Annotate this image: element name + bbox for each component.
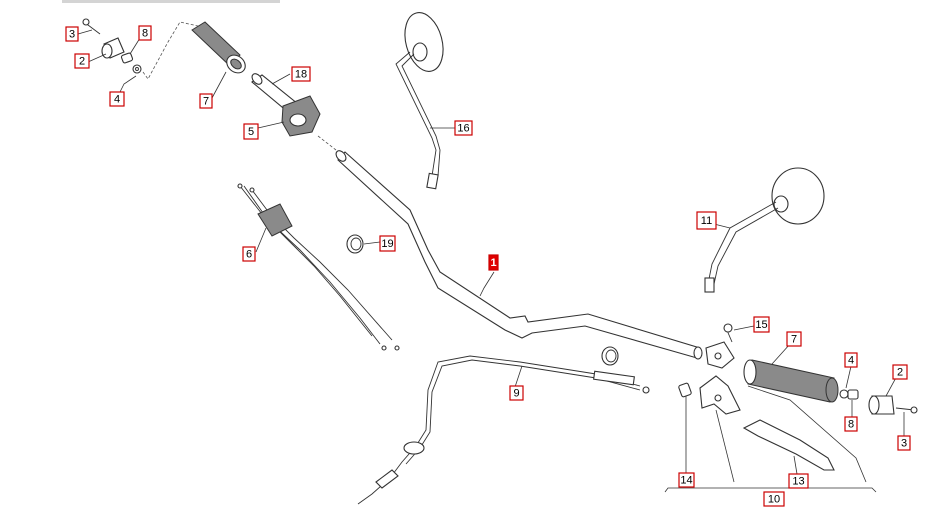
- throttle-housing[interactable]: [281, 95, 321, 137]
- callout-box[interactable]: [242, 246, 256, 262]
- callout-box[interactable]: [199, 93, 213, 109]
- assembly-bracket-10: [664, 487, 877, 493]
- cable-clamp-right[interactable]: [601, 346, 619, 366]
- callout-p4-left[interactable]: 4: [109, 91, 125, 107]
- callout-p19[interactable]: 19: [379, 235, 396, 252]
- callout-p18[interactable]: 18: [291, 66, 311, 82]
- left-bar-end-weight[interactable]: [101, 37, 125, 59]
- clutch-cable[interactable]: [357, 355, 650, 505]
- callout-box[interactable]: [138, 25, 152, 41]
- callout-box[interactable]: [763, 491, 785, 507]
- callout-p5[interactable]: 5: [243, 123, 259, 140]
- callout-p2-right[interactable]: 2: [892, 364, 908, 380]
- right-bar-end-bolt[interactable]: [895, 406, 918, 414]
- right-bar-end-spacer[interactable]: [847, 389, 859, 400]
- callout-p14[interactable]: 14: [678, 472, 695, 488]
- left-assembly-dashline: [142, 21, 199, 80]
- callout-box[interactable]: [65, 26, 79, 42]
- callout-p8-right[interactable]: 8: [844, 416, 858, 432]
- right-mirror[interactable]: [704, 167, 825, 293]
- callout-box[interactable]: [379, 235, 396, 252]
- right-bar-end-weight[interactable]: [868, 395, 895, 415]
- callout-p4-right[interactable]: 4: [844, 352, 858, 368]
- right-bar-end-washer[interactable]: [839, 389, 849, 399]
- left-grip[interactable]: [191, 21, 249, 77]
- clutch-lever-housing[interactable]: [699, 375, 741, 415]
- callout-p3-left[interactable]: 3: [65, 26, 79, 42]
- callout-p6[interactable]: 6: [242, 246, 256, 262]
- callout-box[interactable]: [788, 473, 809, 489]
- callout-p9[interactable]: 9: [509, 385, 524, 401]
- callout-p1[interactable]: 1: [488, 254, 499, 271]
- throttle-dashline: [317, 135, 337, 151]
- callout-p3-right[interactable]: 3: [897, 435, 911, 451]
- callout-p15[interactable]: 15: [753, 316, 770, 333]
- callout-p2-left[interactable]: 2: [74, 53, 90, 69]
- callout-box[interactable]: [488, 254, 499, 271]
- right-grip[interactable]: [743, 359, 839, 403]
- clutch-bolt-15[interactable]: [723, 323, 733, 343]
- callout-box[interactable]: [74, 53, 90, 69]
- callout-p11[interactable]: 11: [696, 211, 717, 230]
- callout-box[interactable]: [844, 352, 858, 368]
- clutch-adjuster-14[interactable]: [678, 382, 692, 398]
- callout-box[interactable]: [696, 211, 717, 230]
- left-mirror[interactable]: [395, 8, 449, 190]
- callout-p16[interactable]: 16: [454, 120, 473, 136]
- callout-box[interactable]: [454, 120, 473, 136]
- left-bar-end-washer[interactable]: [132, 64, 142, 74]
- left-bar-end-spacer[interactable]: [120, 52, 134, 64]
- callout-p7-left[interactable]: 7: [199, 93, 213, 109]
- callout-box[interactable]: [243, 123, 259, 140]
- callout-box[interactable]: [892, 364, 908, 380]
- callout-box[interactable]: [844, 416, 858, 432]
- left-bar-end-bolt[interactable]: [82, 18, 101, 35]
- handlebar[interactable]: [334, 149, 703, 360]
- callout-p10[interactable]: 10: [763, 491, 785, 507]
- callout-box[interactable]: [786, 331, 802, 347]
- callout-p8-left[interactable]: 8: [138, 25, 152, 41]
- callout-box[interactable]: [753, 316, 770, 333]
- callout-p13[interactable]: 13: [788, 473, 809, 489]
- leader-lines: [77, 29, 905, 483]
- cable-clamp-19[interactable]: [346, 234, 364, 254]
- callout-box[interactable]: [509, 385, 524, 401]
- callout-box[interactable]: [109, 91, 125, 107]
- callout-p7-right[interactable]: 7: [786, 331, 802, 347]
- clutch-lever-13[interactable]: [742, 419, 835, 471]
- clutch-bracket[interactable]: [705, 341, 735, 369]
- callout-box[interactable]: [678, 472, 695, 488]
- throttle-tube[interactable]: [250, 72, 299, 113]
- callout-box[interactable]: [291, 66, 311, 82]
- callout-box[interactable]: [897, 435, 911, 451]
- throttle-cables[interactable]: [237, 183, 400, 351]
- top-scroll-strip: [62, 0, 280, 3]
